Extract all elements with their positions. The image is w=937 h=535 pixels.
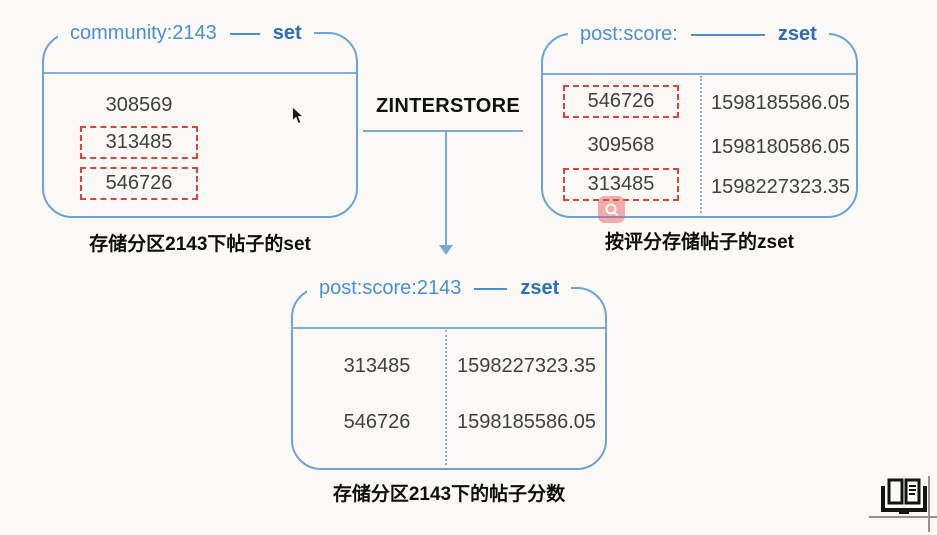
box-title: post:score: zset: [568, 19, 829, 49]
header-separator: [44, 72, 356, 74]
title-dash: [474, 287, 508, 290]
set-member: 308569: [105, 94, 173, 116]
column-separator: [700, 76, 702, 213]
header-separator: [293, 327, 605, 329]
post-score-zset-box: post:score: zset 546726 1598185586.05 30…: [541, 19, 858, 218]
connector-horizontal-line: [363, 130, 523, 132]
right-box-caption: 按评分存储帖子的zset: [605, 232, 794, 253]
connector-vertical-line: [445, 131, 447, 246]
redis-type-label: zset: [520, 276, 560, 299]
zset-score: 1598227323.35: [711, 176, 851, 198]
title-dash: [229, 32, 260, 35]
logo-horizontal-line: [869, 516, 937, 518]
title-dash: [690, 33, 765, 36]
redis-key-label: post:score:2143: [319, 276, 462, 299]
mouse-pointer-icon: [291, 106, 304, 130]
left-box-caption: 存储分区2143下帖子的set: [89, 234, 311, 255]
zset-member: 313485: [343, 355, 411, 377]
redis-key-label: post:score:: [580, 22, 678, 45]
zset-score: 1598227323.35: [457, 355, 597, 377]
redis-key-label: community:2143: [70, 21, 217, 44]
result-zset-box: post:score:2143 zset 313485 1598227323.3…: [291, 273, 607, 470]
arrow-down-icon: [439, 245, 453, 255]
zset-score: 1598185586.05: [711, 92, 851, 114]
redis-type-label: zset: [777, 22, 817, 45]
column-separator: [445, 330, 447, 465]
redis-type-label: set: [272, 21, 302, 44]
zinterstore-operation-label: ZINTERSTORE: [375, 95, 521, 117]
header-separator: [543, 73, 856, 75]
zset-score: 1598180586.05: [711, 136, 851, 158]
box-title: post:score:2143 zset: [307, 273, 572, 303]
zset-member-highlighted: 546726: [563, 85, 679, 118]
zset-member: 546726: [343, 411, 411, 433]
box-title: community:2143 set: [58, 18, 314, 48]
community-set-box: community:2143 set 308569 313485 546726: [42, 18, 358, 218]
set-member-highlighted: 313485: [80, 126, 198, 159]
result-box-caption: 存储分区2143下的帖子分数: [332, 484, 566, 505]
zset-score: 1598185586.05: [457, 411, 597, 433]
zset-member: 309568: [587, 134, 655, 156]
set-member-highlighted: 546726: [80, 167, 198, 200]
open-book-icon: [879, 477, 929, 523]
logo-vertical-line: [928, 476, 930, 532]
magnifier-app-icon: [598, 196, 625, 223]
